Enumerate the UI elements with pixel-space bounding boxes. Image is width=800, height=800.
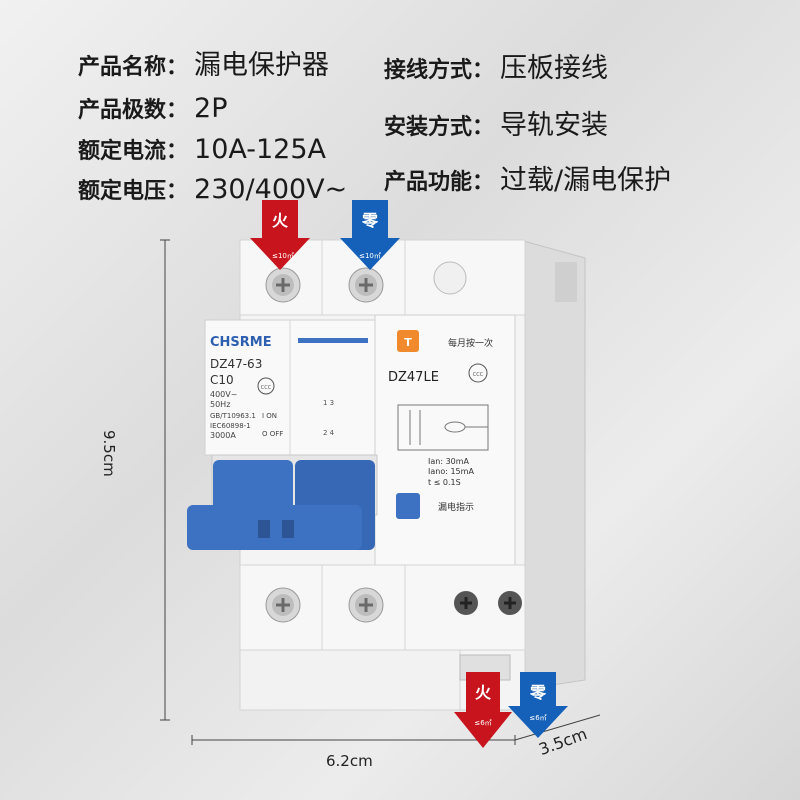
side-panel <box>519 239 586 691</box>
terminal-nums-top: 1 3 <box>323 399 334 407</box>
bottom-screw-1 <box>265 587 301 623</box>
std2-label: IEC60898-1 <box>210 422 251 430</box>
svg-text:≤10㎡: ≤10㎡ <box>272 252 294 260</box>
bottom-screw-2 <box>348 587 384 623</box>
spec-function: 产品功能：过载/漏电保护 <box>384 165 672 196</box>
spec-poles: 产品极数：2P <box>78 93 228 124</box>
svg-text:零: 零 <box>361 211 379 230</box>
rating-label: C10 <box>210 373 234 387</box>
iano-label: Iano: 15mA <box>428 467 474 476</box>
spec-rated-voltage: 额定电压：230/400V~ <box>78 174 348 205</box>
bottom-screw-4 <box>498 591 522 615</box>
side-clip <box>555 262 577 302</box>
off-label: O OFF <box>262 430 283 438</box>
leak-indicator-label: 漏电指示 <box>438 501 474 513</box>
spec-rated-current: 额定电流：10A-125A <box>78 134 326 165</box>
live-out-arrow: 火 ≤6㎡ <box>454 672 512 748</box>
capacity-label: 3000A <box>210 431 236 440</box>
bottom-base <box>239 649 461 711</box>
test-button-label: T <box>404 336 412 349</box>
width-dimension: 6.2cm <box>326 752 373 770</box>
svg-text:火: 火 <box>475 683 492 702</box>
spec-installation: 安装方式：导轨安装 <box>384 110 609 141</box>
spec-wiring: 接线方式：压板接线 <box>384 53 609 84</box>
spec-product-name: 产品名称：漏电保护器 <box>78 50 330 81</box>
terminal-nums-bottom: 2 4 <box>323 429 335 437</box>
neutral-out-arrow: 零 ≤6㎡ <box>508 672 568 738</box>
label-panel-right <box>374 314 516 566</box>
toggle-handle[interactable] <box>187 454 378 550</box>
elcb-model-label: DZ47LE <box>388 370 439 385</box>
top-screw-2 <box>348 267 384 303</box>
bottom-screw-3 <box>454 591 478 615</box>
ccc-text-2: CCC <box>473 372 484 378</box>
ccc-mark-icon <box>257 377 275 395</box>
top-screw-1 <box>265 267 301 303</box>
model-label: DZ47-63 <box>210 357 262 371</box>
freq-label: 50Hz <box>210 400 230 409</box>
svg-text:火: 火 <box>272 211 289 230</box>
on-label: I ON <box>262 412 277 420</box>
svg-text:≤6㎡: ≤6㎡ <box>529 714 546 722</box>
ccc-text: CCC <box>261 385 272 391</box>
ccc-mark-icon-2 <box>468 363 488 383</box>
trip-time-label: t ≤ 0.1S <box>428 478 461 487</box>
circuit-schematic <box>397 404 489 451</box>
height-dimension: 9.5cm <box>100 430 118 477</box>
brand-label: CHSRME <box>210 335 272 350</box>
svg-text:零: 零 <box>529 683 547 702</box>
live-in-arrow: 火 ≤10㎡ <box>250 200 310 270</box>
voltage-label: 400V~ <box>210 390 237 399</box>
ian-label: Ian: 30mA <box>428 457 470 466</box>
svg-text:≤10㎡: ≤10㎡ <box>359 252 381 260</box>
std1-label: GB/T10963.1 <box>210 412 256 420</box>
test-instruction: 每月按一次 <box>448 337 493 349</box>
blue-stripe <box>298 338 368 343</box>
test-button[interactable] <box>397 330 419 352</box>
svg-text:≤6㎡: ≤6㎡ <box>474 719 491 727</box>
dimension-lines <box>160 239 601 745</box>
top-hole <box>433 261 467 295</box>
leak-indicator-button[interactable] <box>396 493 420 519</box>
neutral-in-arrow: 零 ≤10㎡ <box>340 200 400 270</box>
